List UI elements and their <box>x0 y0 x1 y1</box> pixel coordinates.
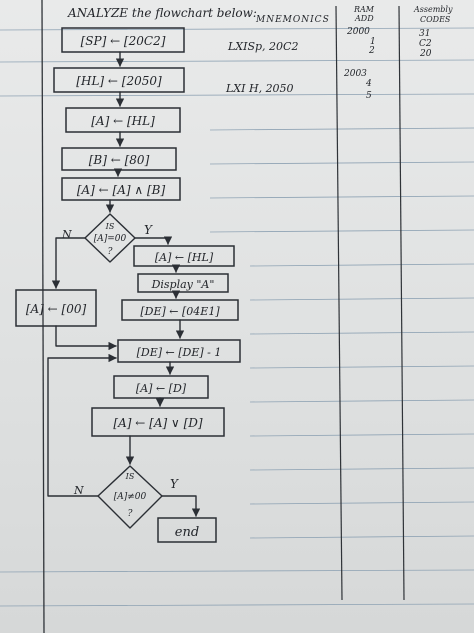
decision-text: ? <box>128 509 133 519</box>
ram-address: 5 <box>366 91 372 101</box>
no-label: N <box>61 228 72 241</box>
process-label: [SP] ← [20C2] <box>81 34 166 48</box>
end-label: end <box>175 525 199 540</box>
codes-header-line1: Assembly <box>413 5 453 14</box>
process-label: [A] ← [00] <box>26 302 87 316</box>
process-label: [A] ← [A] ∧ [B] <box>77 183 166 197</box>
ram-address: 2 <box>368 46 375 56</box>
column-divider-codes <box>398 5 405 601</box>
process-box-a-hl-2 <box>133 245 235 267</box>
column-divider-ram <box>335 5 343 601</box>
codes-header-line2: CODES <box>420 15 451 24</box>
mnemonic-row-2: LXI H, 2050 <box>225 82 294 95</box>
assembly-code: C2 <box>419 39 432 49</box>
mnemonic-row-1: LXISp, 20C2 <box>227 40 298 53</box>
ram-address: 4 <box>365 79 372 89</box>
process-box-de-decrement <box>117 339 241 363</box>
ruled-lines <box>0 27 474 607</box>
process-label: [A] ← [HL] <box>91 114 155 128</box>
process-label: [A] ← [D] <box>136 382 187 395</box>
process-label: [DE] ← [DE] - 1 <box>137 346 222 359</box>
assembly-code: 31 <box>419 29 430 39</box>
process-box-a-or-d <box>91 407 225 437</box>
process-box-a-d <box>113 375 209 399</box>
decision-text: [A]≠00 <box>114 492 147 502</box>
process-label: Display "A" <box>151 278 215 291</box>
margin-line <box>41 0 45 633</box>
process-box-load-sp <box>61 27 185 53</box>
flowchart: [SP] ← [20C2] [HL] ← [2050] [A] ← [HL] [… <box>15 27 241 543</box>
ram-address: 1 <box>370 37 376 47</box>
mnemonics-header: MNEMONICS <box>255 15 330 25</box>
no-label: N <box>73 484 84 497</box>
process-box-load-hl <box>53 67 185 93</box>
process-box-display-a <box>137 273 229 293</box>
process-label: [A] ← [HL] <box>155 251 214 264</box>
ram-address: 2000 <box>346 27 370 37</box>
process-label: [A] ← [A] ∨ [D] <box>113 416 202 430</box>
process-label: [HL] ← [2050] <box>76 74 162 88</box>
end-box <box>157 517 217 543</box>
decision-diamond-a-equals-00 <box>84 213 136 263</box>
process-label: [DE] ← [04E1] <box>140 305 220 318</box>
ram-address: 2003 <box>343 69 367 79</box>
yes-label: Y <box>170 477 179 491</box>
instruction-text: ANALYZE the flowchart below: <box>67 6 257 20</box>
decision-text: ? <box>108 247 113 257</box>
yes-label: Y <box>144 223 153 237</box>
decision-diamond-a-not-00 <box>97 465 163 529</box>
decision-text: [A]=00 <box>94 234 127 244</box>
decision-text: IS <box>105 222 115 231</box>
ram-header-line1: RAM <box>353 5 375 14</box>
decision-text: IS <box>125 472 135 481</box>
process-box-a-hl <box>65 107 181 133</box>
ram-header-line2: ADD <box>354 14 374 23</box>
process-box-a-and-b <box>61 177 181 201</box>
assembly-code: 20 <box>419 49 432 59</box>
process-label: [B] ← [80] <box>89 153 150 167</box>
